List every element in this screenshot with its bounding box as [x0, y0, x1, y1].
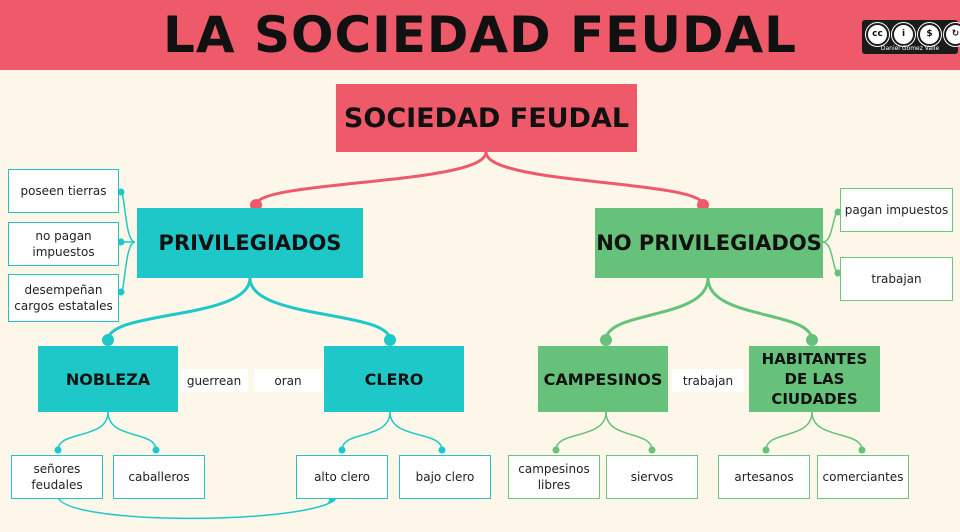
alto-clero-node: alto clero	[296, 455, 388, 499]
trait-trabajan: trabajan	[840, 257, 953, 301]
attribution-icon: i	[891, 22, 916, 47]
trait-cargos-estatales: desempeñan cargos estatales	[8, 274, 119, 322]
siervos-node: siervos	[606, 455, 698, 499]
senores-feudales-node: señores feudales	[11, 455, 103, 499]
trait-pagan-impuestos: pagan impuestos	[840, 188, 953, 232]
title-banner	[0, 0, 960, 70]
trait-no-pagan-impuestos: no pagan impuestos	[8, 222, 119, 266]
clero-node: CLERO	[324, 346, 464, 412]
campesinos-node: CAMPESINOS	[538, 346, 668, 412]
privilegiados-node: PRIVILEGIADOS	[137, 208, 363, 278]
nobleza-role-label: guerrean	[180, 369, 248, 392]
clero-role-label: oran	[254, 369, 322, 392]
root-node: SOCIEDAD FEUDAL	[336, 84, 637, 152]
campesinos-libres-node: campesinos libres	[508, 455, 600, 499]
noncommercial-icon: $	[917, 22, 942, 47]
comerciantes-node: comerciantes	[817, 455, 909, 499]
creative-commons-badge: cc i $ ↻ Daniel Gómez Valle	[862, 20, 960, 54]
habitantes-ciudades-node: HABITANTES DE LAS CIUDADES	[749, 346, 880, 412]
cc-icon: cc	[865, 22, 890, 47]
nobleza-node: NOBLEZA	[38, 346, 178, 412]
trait-poseen-tierras: poseen tierras	[8, 169, 119, 213]
page-title: LA SOCIEDAD FEUDAL	[162, 6, 797, 64]
no-privilegiados-node: NO PRIVILEGIADOS	[595, 208, 823, 278]
campesinos-role-label: trabajan	[672, 369, 744, 392]
caballeros-node: caballeros	[113, 455, 205, 499]
license-author: Daniel Gómez Valle	[880, 45, 940, 52]
bajo-clero-node: bajo clero	[399, 455, 491, 499]
artesanos-node: artesanos	[718, 455, 810, 499]
sharealike-icon: ↻	[943, 22, 960, 47]
